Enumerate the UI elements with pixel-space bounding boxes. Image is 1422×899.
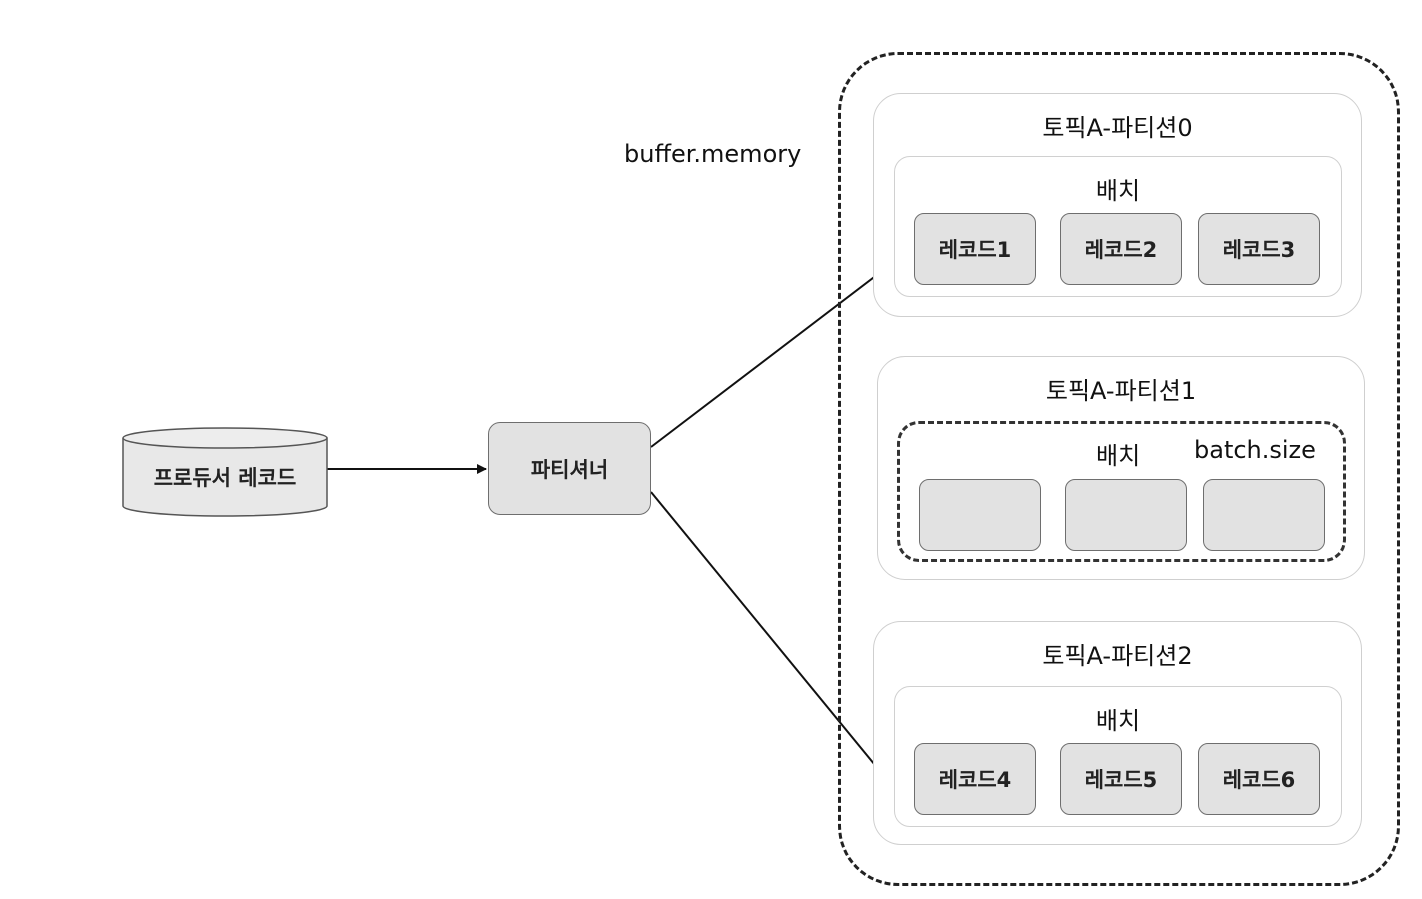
partition-0: 토픽A-파티션0 배치 레코드1 레코드2 레코드3 [873,93,1362,317]
partition-2-batch-label: 배치 [1095,706,1141,735]
arrow-partitioner-to-partition0 [650,261,895,448]
producer-record-cylinder: 프로듀서 레코드 [121,426,329,518]
empty-record-slot-1 [919,479,1041,551]
partitioner-label: 파티셔너 [530,457,609,482]
partition-0-title: 토픽A-파티션0 [1042,113,1193,142]
partition-1-title: 토픽A-파티션1 [1045,376,1197,405]
partition-0-batch-label: 배치 [1095,176,1141,205]
partition-2-batch: 배치 레코드4 레코드5 레코드6 [894,686,1342,827]
record-3: 레코드3 [1198,213,1320,285]
partition-0-batch: 배치 레코드1 레코드2 레코드3 [894,156,1342,297]
buffer-memory-label: buffer.memory [624,140,802,168]
arrow-partitioner-to-partition2 [650,491,894,788]
partition-1-batch-label: 배치 [1096,442,1141,470]
producer-record-label: 프로듀서 레코드 [153,466,297,490]
partition-2: 토픽A-파티션2 배치 레코드4 레코드5 레코드6 [873,621,1362,845]
record-1: 레코드1 [914,213,1036,285]
record-5: 레코드5 [1060,743,1182,815]
record-6: 레코드6 [1198,743,1320,815]
partition-1: 토픽A-파티션1 배치 batch.size [877,356,1365,580]
buffer-memory-container [838,52,1400,886]
batch-size-label: batch.size [1194,436,1316,464]
empty-record-slot-3 [1203,479,1325,551]
empty-record-slot-2 [1065,479,1187,551]
record-4: 레코드4 [914,743,1036,815]
partitioner-box: 파티셔너 [488,422,651,515]
record-2: 레코드2 [1060,213,1182,285]
partition-2-title: 토픽A-파티션2 [1042,641,1193,670]
cylinder-shape [122,427,328,517]
partition-1-batch: 배치 batch.size [897,421,1346,562]
